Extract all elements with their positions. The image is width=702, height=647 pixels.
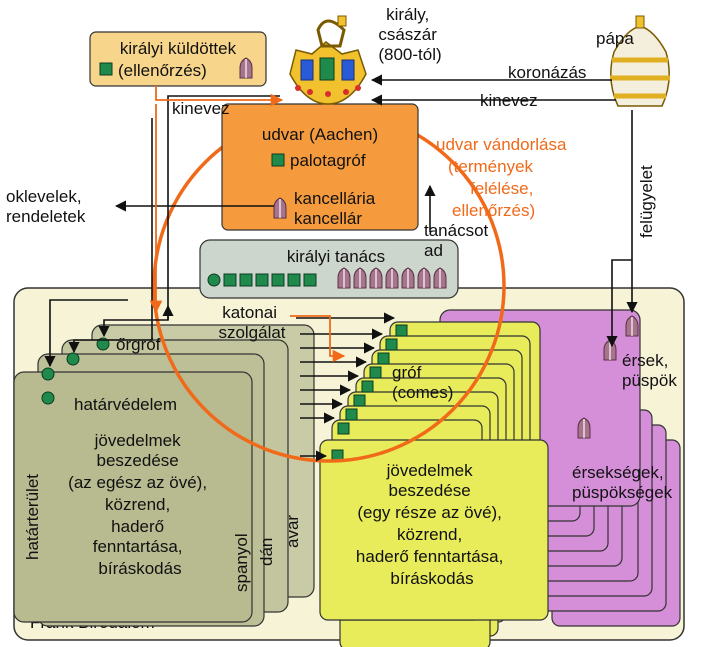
frontier-spanyol: spanyol xyxy=(232,533,251,592)
march-cards xyxy=(13,324,315,627)
envoys-title: királyi küldöttek xyxy=(120,39,237,58)
march-defense: határvédelem xyxy=(74,395,177,414)
march-ruler: őrgróf xyxy=(116,335,161,354)
county-cards xyxy=(319,321,549,647)
march-green-dots xyxy=(41,337,110,405)
county-ruler: gróf (comes) xyxy=(392,363,453,402)
label-tanacsot-ad: tanácsot ad xyxy=(424,221,493,260)
frontier-hatarterulet: határterület xyxy=(23,474,42,560)
crown-icon xyxy=(289,15,367,105)
court-palatine: palotagróf xyxy=(290,151,366,170)
church-units: érsekségek, püspökségek xyxy=(572,463,673,502)
envoy-square xyxy=(99,62,113,76)
envoys-box xyxy=(89,31,267,87)
wandering-court-text: udvar vándorlása (termények felélése, el… xyxy=(436,135,571,220)
council-members xyxy=(207,267,447,289)
papal-tiara-icon xyxy=(610,15,670,107)
label-kinevez-left: kinevez xyxy=(172,99,230,118)
label-kinevez-right: kinevez xyxy=(480,91,538,110)
county-green-squares xyxy=(331,324,408,462)
pope-label: pápa xyxy=(596,29,634,48)
church-ruler: érsek, püspök xyxy=(622,351,677,390)
court-title: udvar (Aachen) xyxy=(262,125,378,144)
frontier-avar: avar xyxy=(283,515,302,548)
chancellor-mitre xyxy=(273,197,287,219)
county-duties: jövedelmek beszedése (egy része az övé),… xyxy=(356,461,508,588)
court-box xyxy=(221,103,419,231)
march-duties: jövedelmek beszedése (az egész az övé), … xyxy=(68,431,212,578)
label-felugyelet: felügyelet xyxy=(637,165,656,238)
label-military-service: katonai szolgálat xyxy=(218,303,285,342)
council-title: királyi tanács xyxy=(287,247,385,266)
court-chancery: kancellária kancellár xyxy=(294,189,380,228)
frontier-dan: dán xyxy=(257,538,276,566)
label-documents: oklevelek, rendeletek xyxy=(6,187,86,226)
arrows-orange xyxy=(149,86,346,363)
envoys-control: (ellenőrzés) xyxy=(118,61,207,80)
label-koronazas: koronázás xyxy=(508,63,586,82)
king-label: király, császár (800-tól) xyxy=(378,5,441,64)
envoy-mitre xyxy=(239,57,253,79)
palatine-square xyxy=(271,153,285,167)
